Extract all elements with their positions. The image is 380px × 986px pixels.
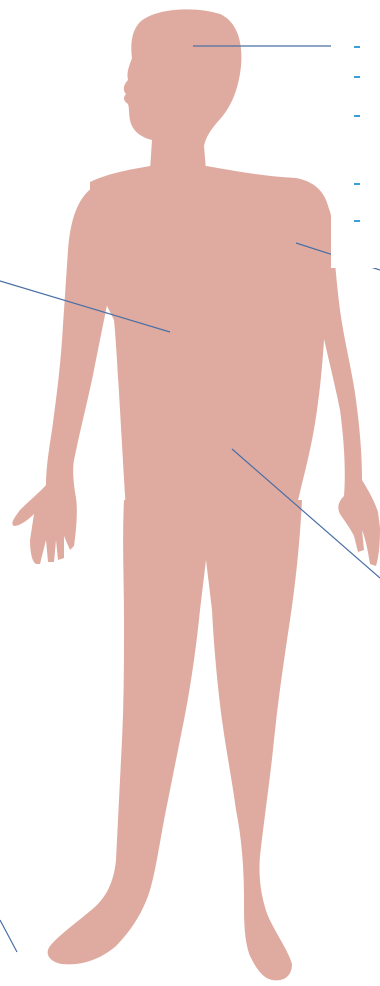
body-silhouette — [12, 9, 380, 980]
label-panel — [331, 30, 380, 268]
head — [124, 9, 242, 170]
bullet-marker — [354, 220, 360, 222]
leader-line-foot — [0, 920, 17, 952]
bullet-marker — [354, 115, 360, 117]
legs — [48, 500, 302, 980]
bullet-marker — [354, 183, 360, 185]
left-arm — [12, 188, 110, 564]
bullet-marker — [354, 76, 360, 78]
torso — [90, 166, 332, 510]
bullet-marker — [354, 46, 360, 48]
